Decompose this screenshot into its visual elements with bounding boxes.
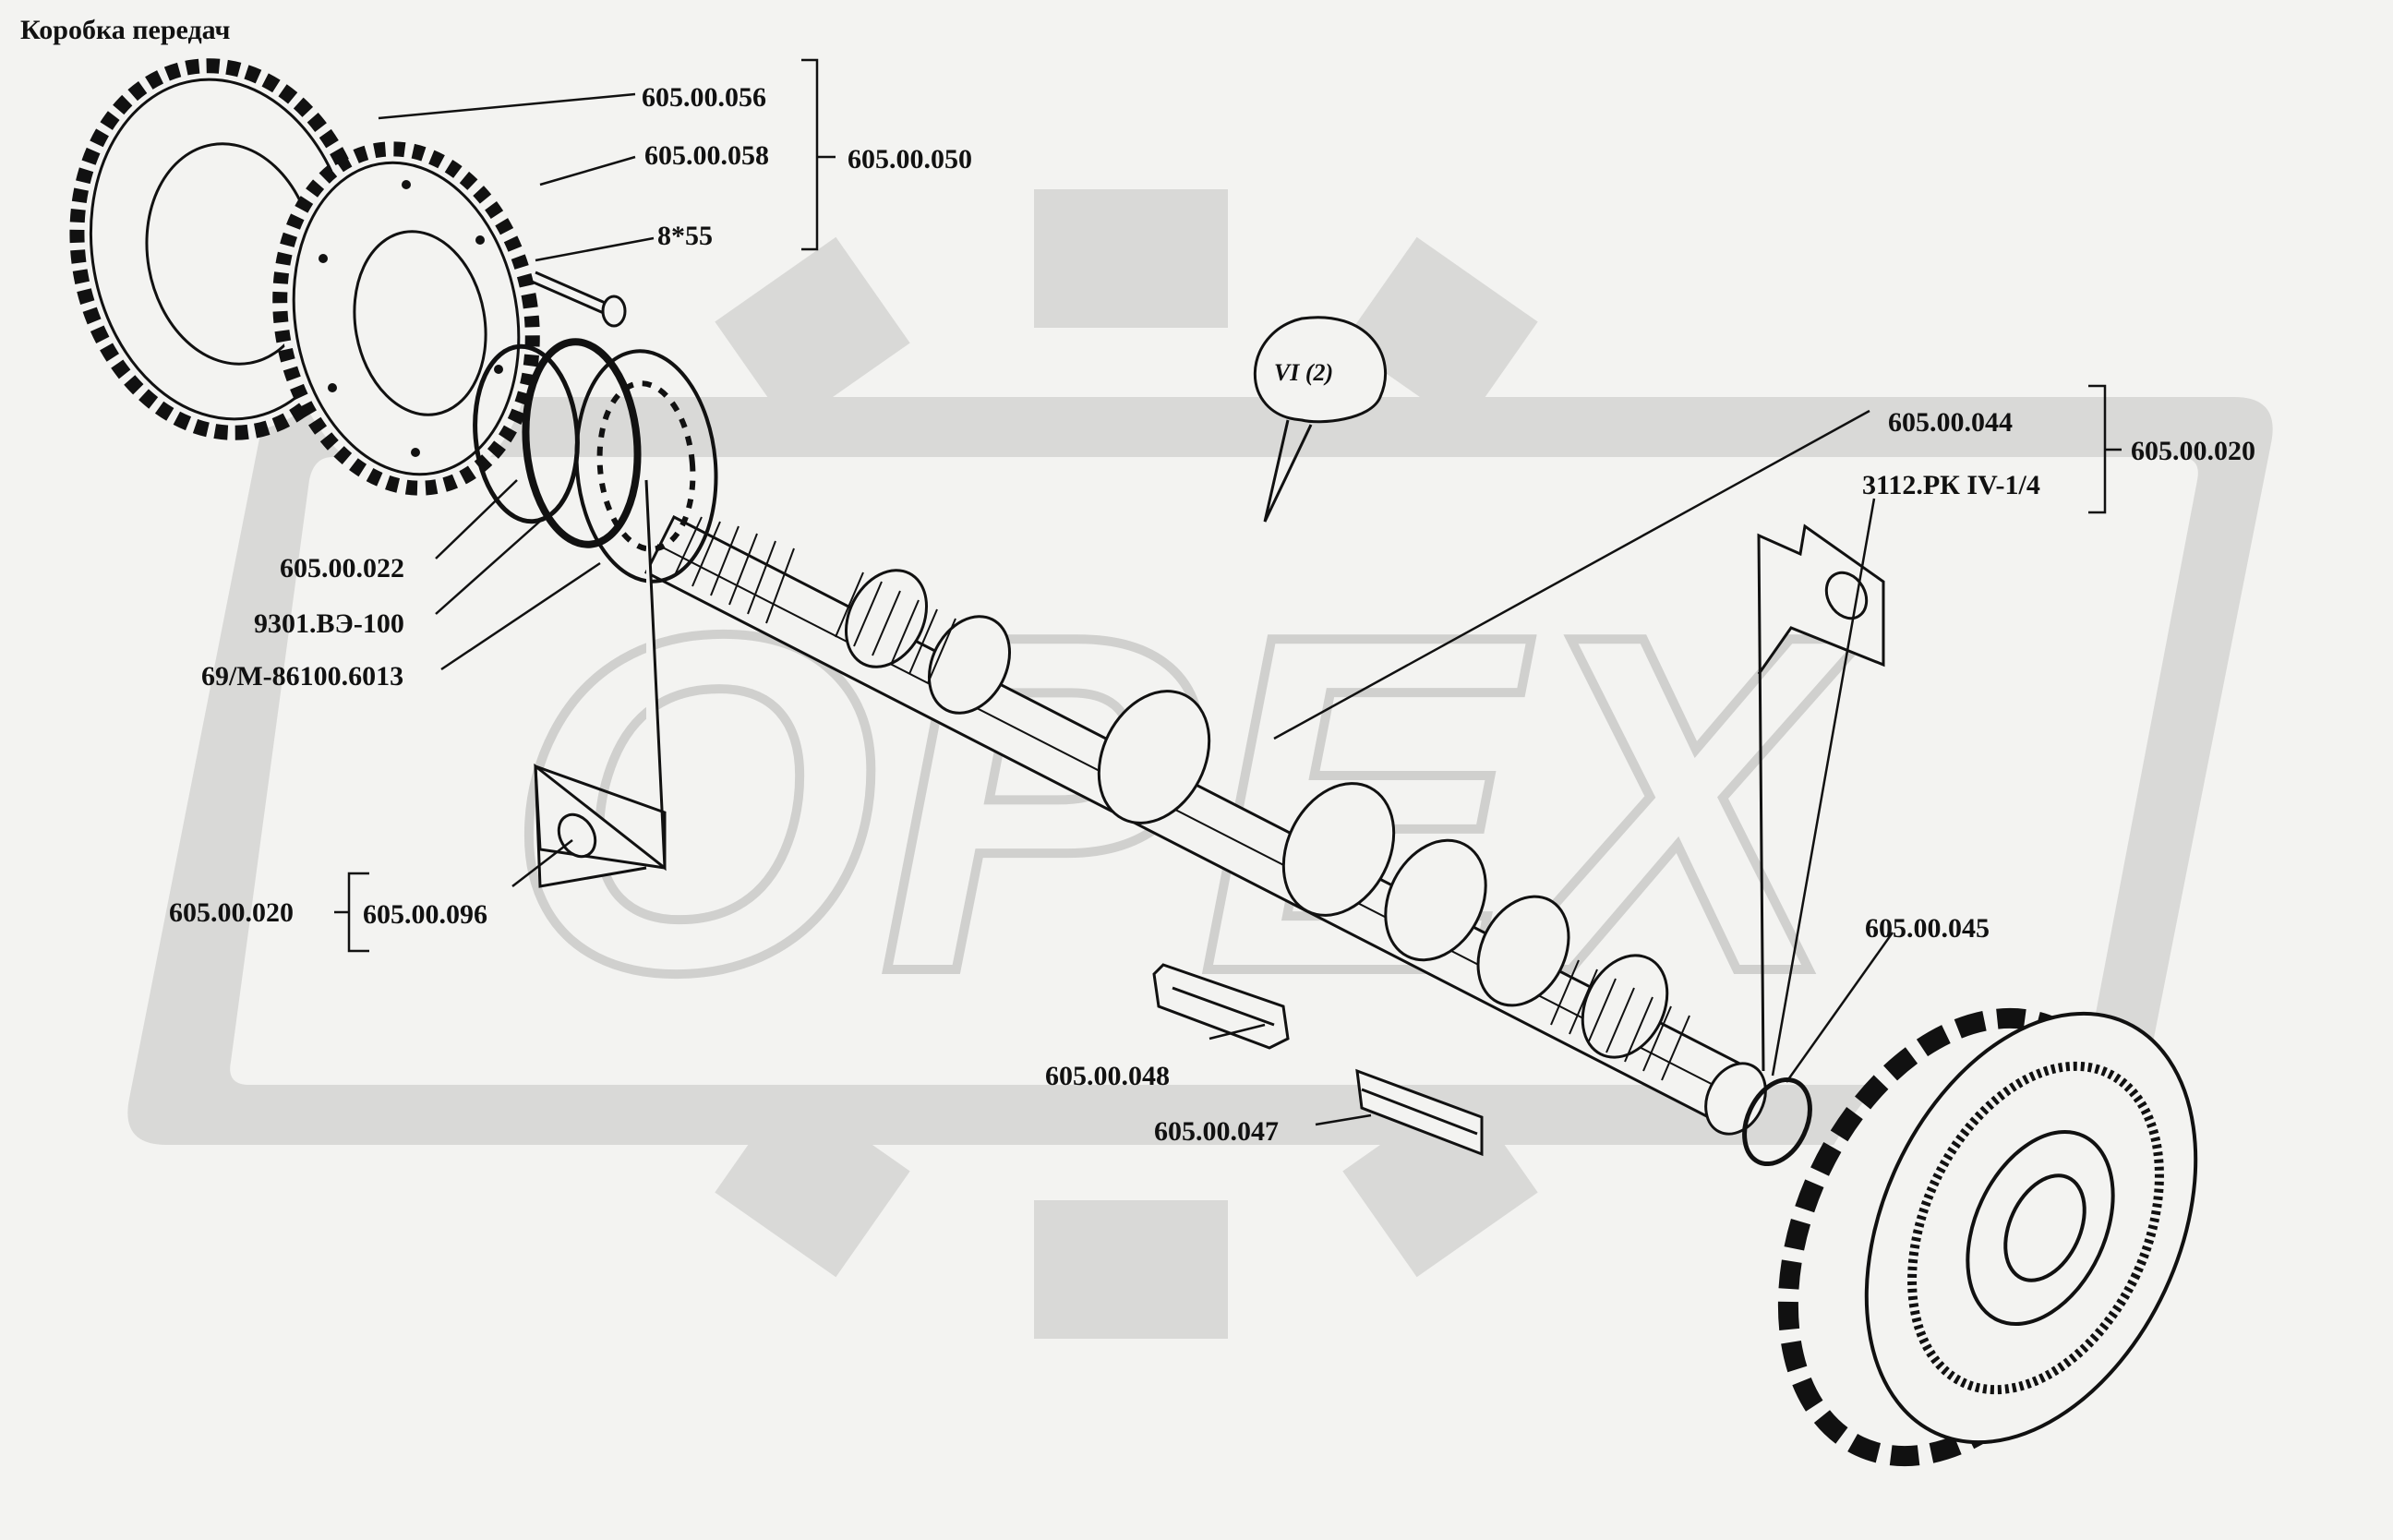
label-605-00-045: 605.00.045 bbox=[1865, 913, 1990, 944]
label-605-00-020-right: 605.00.020 bbox=[2131, 436, 2255, 466]
page-title: Коробка передач bbox=[20, 15, 230, 45]
label-605-00-022: 605.00.022 bbox=[280, 553, 404, 584]
key-047 bbox=[1355, 1068, 1484, 1157]
plug-detail-right bbox=[1757, 523, 1885, 1072]
callout-label: VI (2) bbox=[1274, 359, 1333, 386]
gear-medium bbox=[272, 141, 540, 496]
clutch-drum bbox=[1777, 1007, 2198, 1467]
label-bolt-8x55: 8*55 bbox=[657, 221, 713, 251]
label-605-00-096: 605.00.096 bbox=[363, 899, 487, 930]
label-605-00-047: 605.00.047 bbox=[1154, 1116, 1279, 1147]
label-605-00-044: 605.00.044 bbox=[1888, 407, 2013, 438]
plug-detail-left bbox=[534, 479, 667, 888]
leader-lines bbox=[334, 58, 2122, 1126]
part-labels: 605.00.056 605.00.058 605.00.050 8*55 60… bbox=[169, 82, 2255, 1147]
label-605-00-020-left: 605.00.020 bbox=[169, 897, 294, 928]
label-605-00-056: 605.00.056 bbox=[642, 82, 766, 113]
label-3112-rk: 3112.РК IV-1/4 bbox=[1862, 470, 2040, 500]
main-shaft bbox=[643, 514, 1767, 1136]
label-9301-ve-100: 9301.ВЭ-100 bbox=[254, 608, 404, 639]
bolt bbox=[531, 271, 627, 328]
label-605-00-048: 605.00.048 bbox=[1045, 1061, 1170, 1091]
label-605-00-050: 605.00.050 bbox=[848, 144, 972, 174]
view-callout bbox=[1253, 316, 1387, 523]
snap-ring bbox=[1742, 1077, 1812, 1167]
label-69-m-86100: 69/М-86100.6013 bbox=[201, 661, 403, 692]
bearing-assembly bbox=[473, 338, 718, 584]
label-605-00-058: 605.00.058 bbox=[644, 140, 769, 171]
